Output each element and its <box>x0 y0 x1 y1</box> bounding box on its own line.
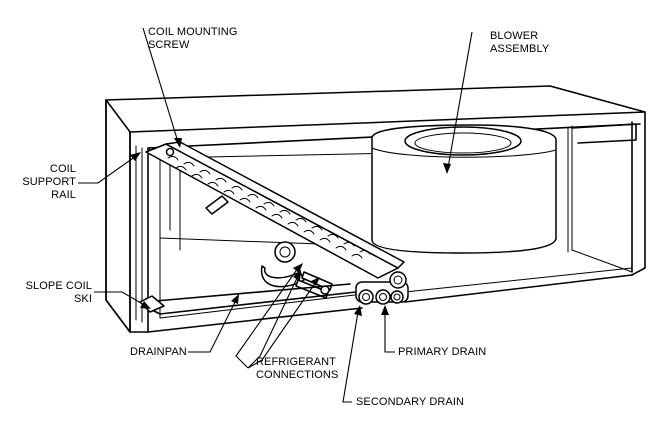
label-slope-coil-ski: SLOPE COIL SKI <box>25 280 92 305</box>
blower-assembly <box>371 124 557 254</box>
label-drainpan: DRAINPAN <box>130 346 187 358</box>
label-primary-drain: PRIMARY DRAIN <box>398 346 487 358</box>
leader-lines <box>78 27 473 403</box>
label-secondary-drain: SECONDARY DRAIN <box>356 396 465 408</box>
slope-coil <box>145 141 405 279</box>
refrigerant-connections <box>260 241 333 299</box>
label-refrigerant-connections: REFRIGERANT CONNECTIONS <box>256 356 339 381</box>
label-coil-mounting-screw: COIL MOUNTING SCREW <box>148 26 238 51</box>
label-blower-assembly: BLOWER ASSEMBLY <box>490 30 550 55</box>
label-coil-support-rail: COIL SUPPORT RAIL <box>22 163 76 201</box>
drain-fittings <box>355 271 409 305</box>
